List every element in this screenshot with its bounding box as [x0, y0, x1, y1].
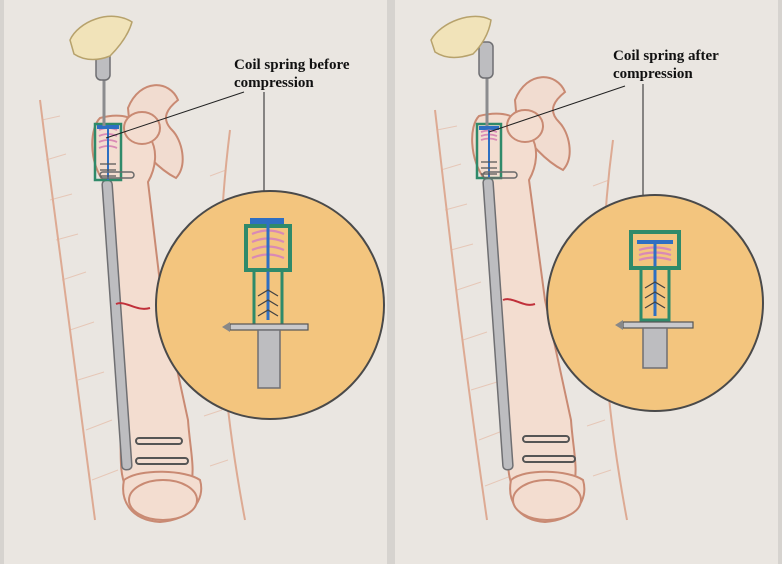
label-coil-spring-after: Coil spring after compression [613, 47, 719, 83]
drill-instrument [478, 41, 494, 126]
femoral-head [506, 109, 544, 143]
label-after-line1: Coil spring after [613, 48, 719, 64]
magnifier-circle [155, 190, 385, 420]
detail-spring-assembly [615, 230, 694, 369]
thigh-shading [41, 115, 229, 481]
proximal-locking-ring [482, 171, 518, 179]
fracture-line [502, 298, 536, 306]
distal-locking-rings [522, 435, 576, 463]
femoral-head [123, 111, 161, 145]
illustration-before [4, 0, 387, 564]
label-after-line2: compression [613, 66, 693, 82]
illustration-after [391, 0, 782, 564]
fracture-line [115, 302, 151, 310]
panel-after-compression: Coil spring after compression [391, 0, 782, 564]
gloved-hand [430, 15, 492, 59]
label-before-line1: Coil spring before [234, 57, 350, 73]
gloved-hand [69, 15, 133, 61]
detail-spring-assembly [222, 218, 309, 389]
magnifier-circle [546, 194, 764, 412]
label-coil-spring-before: Coil spring before compression [234, 56, 350, 92]
label-before-line2: compression [234, 75, 314, 91]
panel-before-compression: Coil spring before compression [4, 0, 387, 564]
distal-locking-rings [135, 437, 189, 465]
proximal-locking-ring [99, 171, 135, 179]
